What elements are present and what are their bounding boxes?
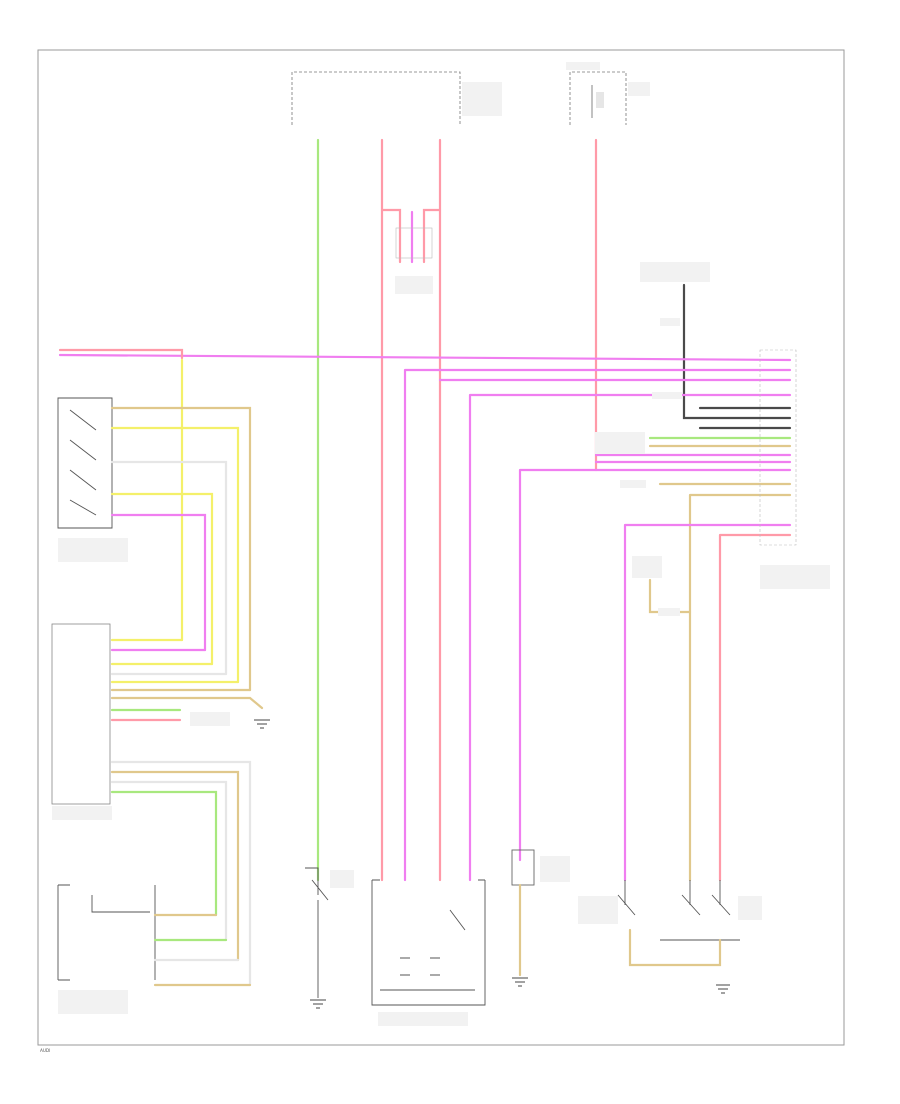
left-connector-rows xyxy=(110,638,270,987)
right-connector-rows xyxy=(518,349,830,882)
central-locking-label-block xyxy=(640,262,710,282)
rear-lid-switches xyxy=(578,880,762,994)
diagram-frame xyxy=(37,49,845,1046)
top-control-module xyxy=(291,71,502,125)
door-module-label-block xyxy=(760,565,830,589)
top-module-label-block xyxy=(462,82,502,116)
splice-connector xyxy=(395,227,433,259)
front-door-lock-unit xyxy=(57,884,156,1014)
lid-switch xyxy=(305,867,354,1009)
sensor-right xyxy=(632,556,692,616)
lock-actuator xyxy=(511,849,570,987)
footer-label: AUDI xyxy=(40,1048,50,1053)
wire-pink-main-1 xyxy=(58,353,792,362)
passenger-door-unit xyxy=(371,879,486,1026)
front-window-switch xyxy=(57,397,128,562)
door-control-unit-left xyxy=(51,623,112,820)
fuse-block xyxy=(566,62,650,125)
